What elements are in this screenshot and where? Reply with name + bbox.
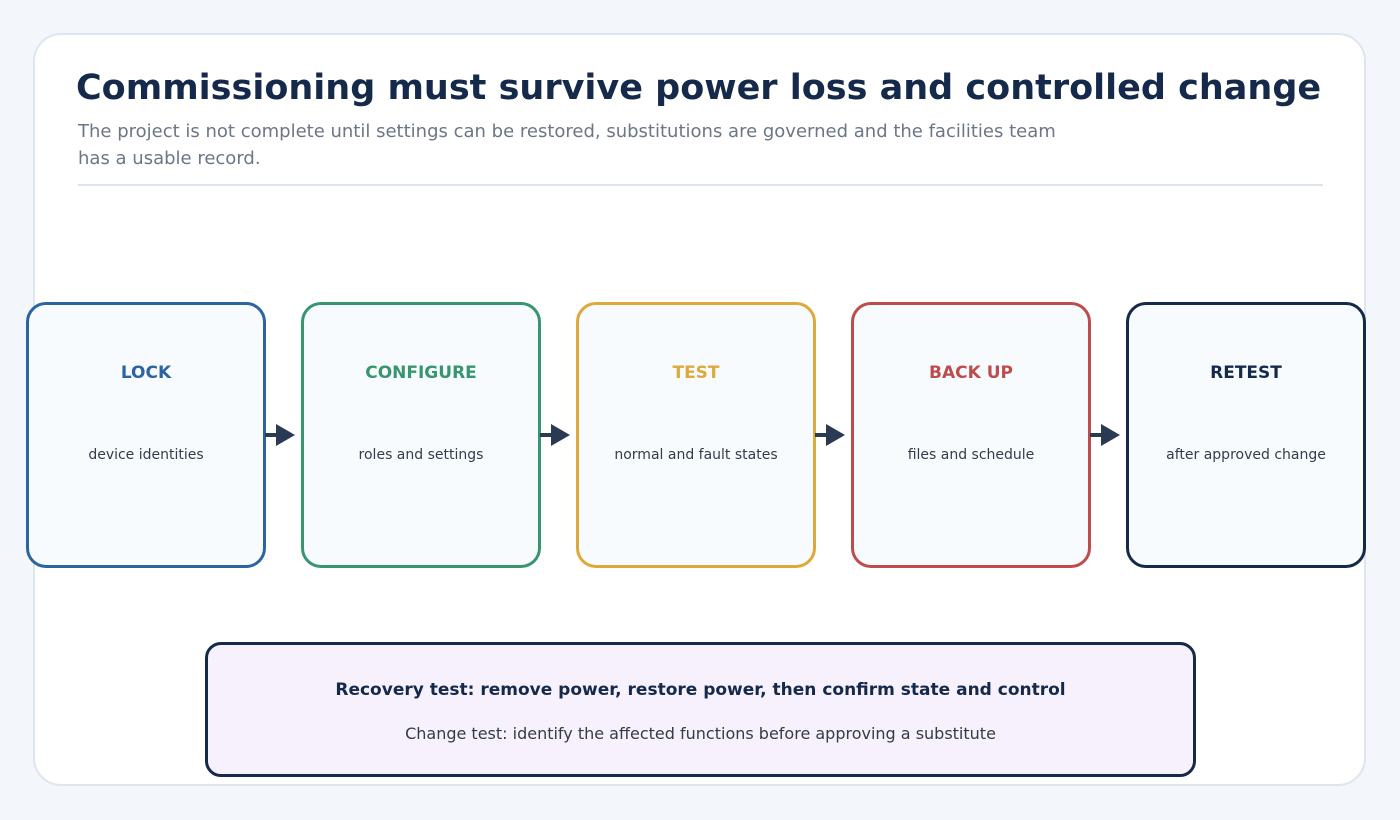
step-description: files and schedule bbox=[907, 447, 1035, 463]
page-title: Commissioning must survive power loss an… bbox=[76, 68, 1322, 108]
note-text: Change test: identify the affected funct… bbox=[405, 724, 996, 743]
step-lock: LOCK device identities bbox=[26, 302, 266, 568]
step-description: normal and fault states bbox=[614, 447, 778, 463]
step-configure: CONFIGURE roles and settings bbox=[301, 302, 541, 568]
page-subtitle: The project is not complete until settin… bbox=[78, 121, 1056, 169]
step-title: LOCK bbox=[120, 363, 172, 383]
header-divider bbox=[78, 184, 1323, 186]
step-title: CONFIGURE bbox=[365, 363, 477, 383]
step-title: BACK UP bbox=[929, 363, 1013, 383]
step-back-up: BACK UP files and schedule bbox=[851, 302, 1091, 568]
arrow-right-icon bbox=[815, 424, 845, 446]
step-title: TEST bbox=[672, 363, 720, 383]
recovery-note: Recovery test: remove power, restore pow… bbox=[205, 642, 1196, 777]
arrow-right-icon bbox=[265, 424, 295, 446]
step-retest: RETEST after approved change bbox=[1126, 302, 1366, 568]
step-description: device identities bbox=[88, 447, 204, 463]
note-title: Recovery test: remove power, restore pow… bbox=[335, 680, 1066, 700]
step-description: roles and settings bbox=[358, 447, 484, 463]
arrow-right-icon bbox=[1090, 424, 1120, 446]
step-test: TEST normal and fault states bbox=[576, 302, 816, 568]
step-description: after approved change bbox=[1166, 447, 1326, 463]
arrow-right-icon bbox=[540, 424, 570, 446]
step-title: RETEST bbox=[1210, 363, 1282, 383]
